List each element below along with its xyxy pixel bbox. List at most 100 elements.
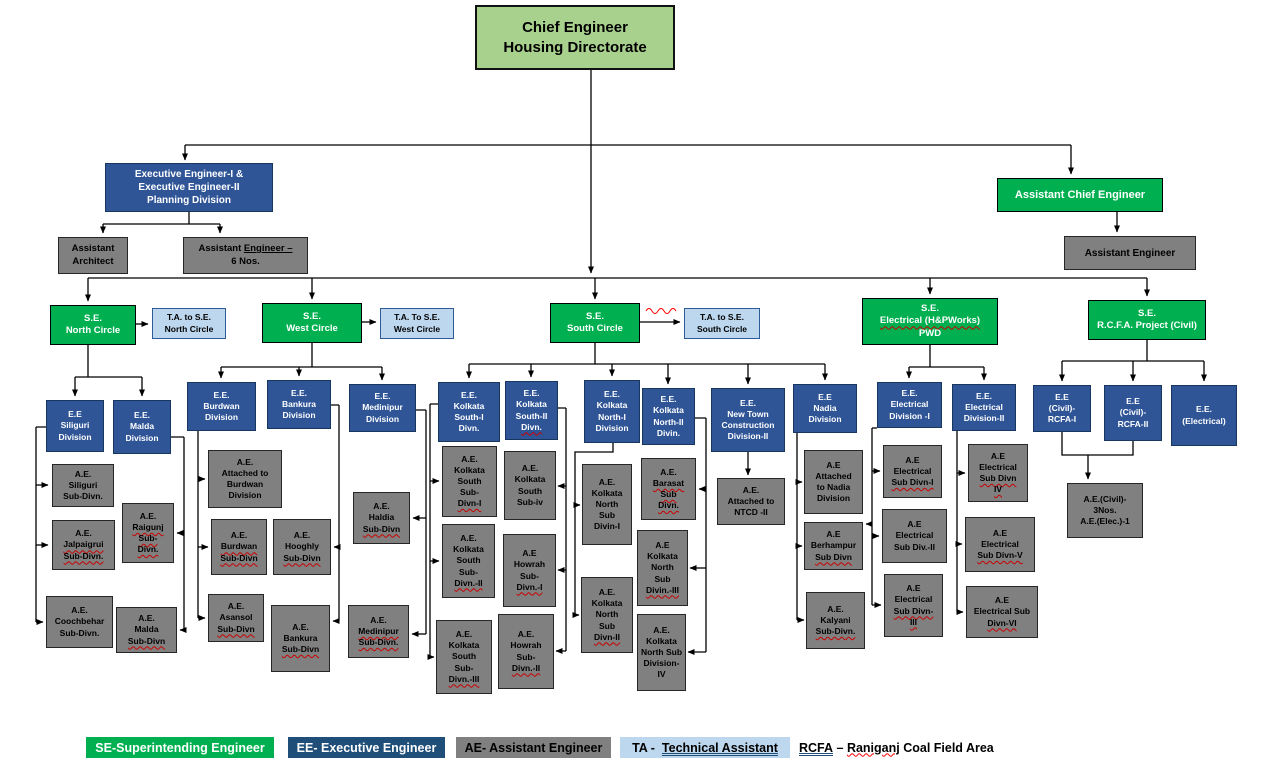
node-ae-electrical-sub-div-2: A.E Electrical Sub Div.-II <box>882 509 947 563</box>
legend-ae: AE- Assistant Engineer <box>456 737 611 758</box>
label-wavy: Divn.-I <box>516 581 543 592</box>
legend-se: SE-Superintending Engineer <box>86 737 274 758</box>
node-ee-civil-rcfa-2: E.E (Civil)- RCFA-II <box>1104 385 1162 441</box>
node-ae-raigunj-sub-divn: A.E.Raigunj Sub- Divn. <box>122 503 174 563</box>
node-chief-engineer: Chief Engineer Housing Directorate <box>475 5 675 70</box>
node-ee-malda-division: E.E. Malda Division <box>113 400 171 454</box>
node-ae-attached-burdwan-division: A.E. Attached to Burdwan Division <box>208 450 282 508</box>
label-wavy: Divn. <box>521 421 542 432</box>
node-ee-siliguri-division: E.E Siliguri Division <box>46 400 104 452</box>
node-ee-medinipur-division: E.E. Medinipur Division <box>349 384 416 432</box>
node-ta-south-circle: T.A. to S.E. South Circle <box>684 308 760 339</box>
label: A.E. <box>139 510 157 521</box>
node-ta-west-circle: T.A. To S.E. West Circle <box>380 308 454 339</box>
label-wavy: Medinipur Sub-Divn. <box>358 625 399 648</box>
node-ae-burdwan-sub-divn: A.E.Burdwan Sub-Divn <box>211 519 267 575</box>
label: A.E. <box>660 466 677 477</box>
node-ee-electrical-division-2: E.E. Electrical Division-II <box>952 384 1016 431</box>
node-ee-burdwan-division: E.E. Burdwan Division <box>187 382 256 431</box>
legend-rcfa: RCFA – Raniganj Coal Field Area <box>796 737 997 758</box>
legend-rcfa-name: Raniganj <box>846 740 900 755</box>
node-ee-kolkata-north-2-divin: E.E. Kolkata North-II Divin. <box>642 388 695 445</box>
label: A.E. Kolkata South Sub- <box>448 629 480 673</box>
label: A.E. Kolkata South Sub- <box>454 453 485 498</box>
node-ae-coochbehar-sub-divn: A.E. Coochbehar Sub-Divn. <box>46 596 113 648</box>
node-ee-kolkata-north-1-division: E.E. Kolkata North-I Division <box>584 380 640 443</box>
node-se-west-circle: S.E. West Circle <box>262 303 362 343</box>
legend-ta: TA - Technical Assistant <box>620 737 790 758</box>
node-ae-kolkata-south-sub-4: A.E. Kolkata South Sub-iv <box>504 451 556 520</box>
node-assistant-chief-engineer: Assistant Chief Engineer <box>997 178 1163 212</box>
label: E.E. Kolkata South-II <box>515 388 548 421</box>
node-ee-bankura-division: E.E. Bankura Division <box>267 380 331 429</box>
label: A.E. Haldia <box>368 501 395 523</box>
node-ae-howrah-sub-divn-2: A.E. Howrah Sub-Divn.-II <box>498 614 554 689</box>
legend-ee: EE- Executive Engineer <box>288 737 445 758</box>
label: A.E Electrical <box>893 454 932 476</box>
node-ee-new-town-construction-division-2: E.E. New Town Construction Division-II <box>711 388 785 452</box>
legend-rcfa-rest: Coal Field Area <box>899 740 994 755</box>
node-ee-kolkata-south-1-divn: E.E. Kolkata South-I Divn. <box>438 382 500 442</box>
label: A.E Berhampur <box>810 529 857 551</box>
label-wavy: Sub-Divn <box>217 623 255 634</box>
label-wavy: Raigunj Sub- Divn. <box>132 521 164 555</box>
label: A.E Electrical <box>981 527 1019 549</box>
label: A.E. <box>370 614 387 625</box>
node-ae-kolkata-south-sub-divn-1: A.E. Kolkata South Sub-Divn-I <box>442 446 497 517</box>
label-wavy: Divn.-II <box>511 662 541 673</box>
label: A.E. Howrah Sub- <box>510 629 542 662</box>
node-ae-howrah-sub-divn-1: A.E Howrah Sub-Divn.-I <box>503 534 556 607</box>
legend-rcfa-dash: – <box>833 740 847 755</box>
label-wavy: Divn-I <box>457 498 482 509</box>
node-ee-electrical-division-1: E.E. Electrical Division -I <box>877 382 942 428</box>
label-wavy: Electrical (H&PWorks) <box>879 315 981 327</box>
label-wavy: Divn-II <box>594 631 620 642</box>
label: S.E. <box>921 302 939 314</box>
legend-rcfa-abbr: RCFA <box>799 740 834 755</box>
label-wavy: Sub-Divn <box>283 552 321 563</box>
node-ta-north-circle: T.A. to S.E. North Circle <box>152 308 226 339</box>
label: A.E Electrical <box>894 583 933 605</box>
label: A.E Electrical Sub <box>973 595 1031 617</box>
node-ae-kolkata-north-sub-division-4: A.E. Kolkata North Sub Division- IV <box>637 614 686 691</box>
label-wavy: Divin.-III <box>645 584 680 595</box>
label-wavy: Sub Divn- III <box>893 605 934 627</box>
label: Assistant <box>198 243 244 255</box>
label-wavy: Divn.-III <box>448 673 480 684</box>
label: A.E. Bankura <box>283 621 318 643</box>
label-wavy: Divn-VI <box>987 617 1017 628</box>
label: A.E. Asansol <box>219 601 253 623</box>
label: PWD <box>918 327 942 339</box>
label: A.E. Kolkata North Sub <box>591 587 623 631</box>
node-se-north-circle: S.E. North Circle <box>50 305 136 345</box>
node-ae-attached-ntcd-2: A.E. Attached to NTCD -II <box>717 478 785 525</box>
label-wavy: Divn.-II <box>454 577 483 588</box>
label-wavy: Sub-Divn <box>281 644 320 655</box>
node-assistant-engineer: Assistant Engineer <box>1064 236 1196 270</box>
node-ee-civil-rcfa-1: E.E (Civil)- RCFA-I <box>1033 385 1091 432</box>
label: A.E. Hooghly <box>285 530 319 552</box>
label-underlined: Engineer – <box>243 243 293 255</box>
node-ee-nadia-division: E.E Nadia Division <box>793 384 857 433</box>
node-ae-civil-3nos-elec-1: A.E.(Civil)- 3Nos. A.E.(Elec.)-1 <box>1067 483 1143 538</box>
node-ae-siliguri-sub-divn: A.E. Siliguri Sub-Divn. <box>52 464 114 507</box>
label: A.E. <box>75 528 92 539</box>
label: A.E. Kalyani <box>820 603 851 625</box>
label: A.E. Kolkata South Sub- <box>453 533 484 577</box>
label-wavy: Barasat Sub Divn. <box>652 477 685 511</box>
legend-ta-abbr: TA - <box>632 740 662 755</box>
label-wavy: Sub Divn <box>815 551 852 562</box>
node-se-electrical-pwd: S.E.Electrical (H&PWorks)PWD <box>862 298 998 345</box>
